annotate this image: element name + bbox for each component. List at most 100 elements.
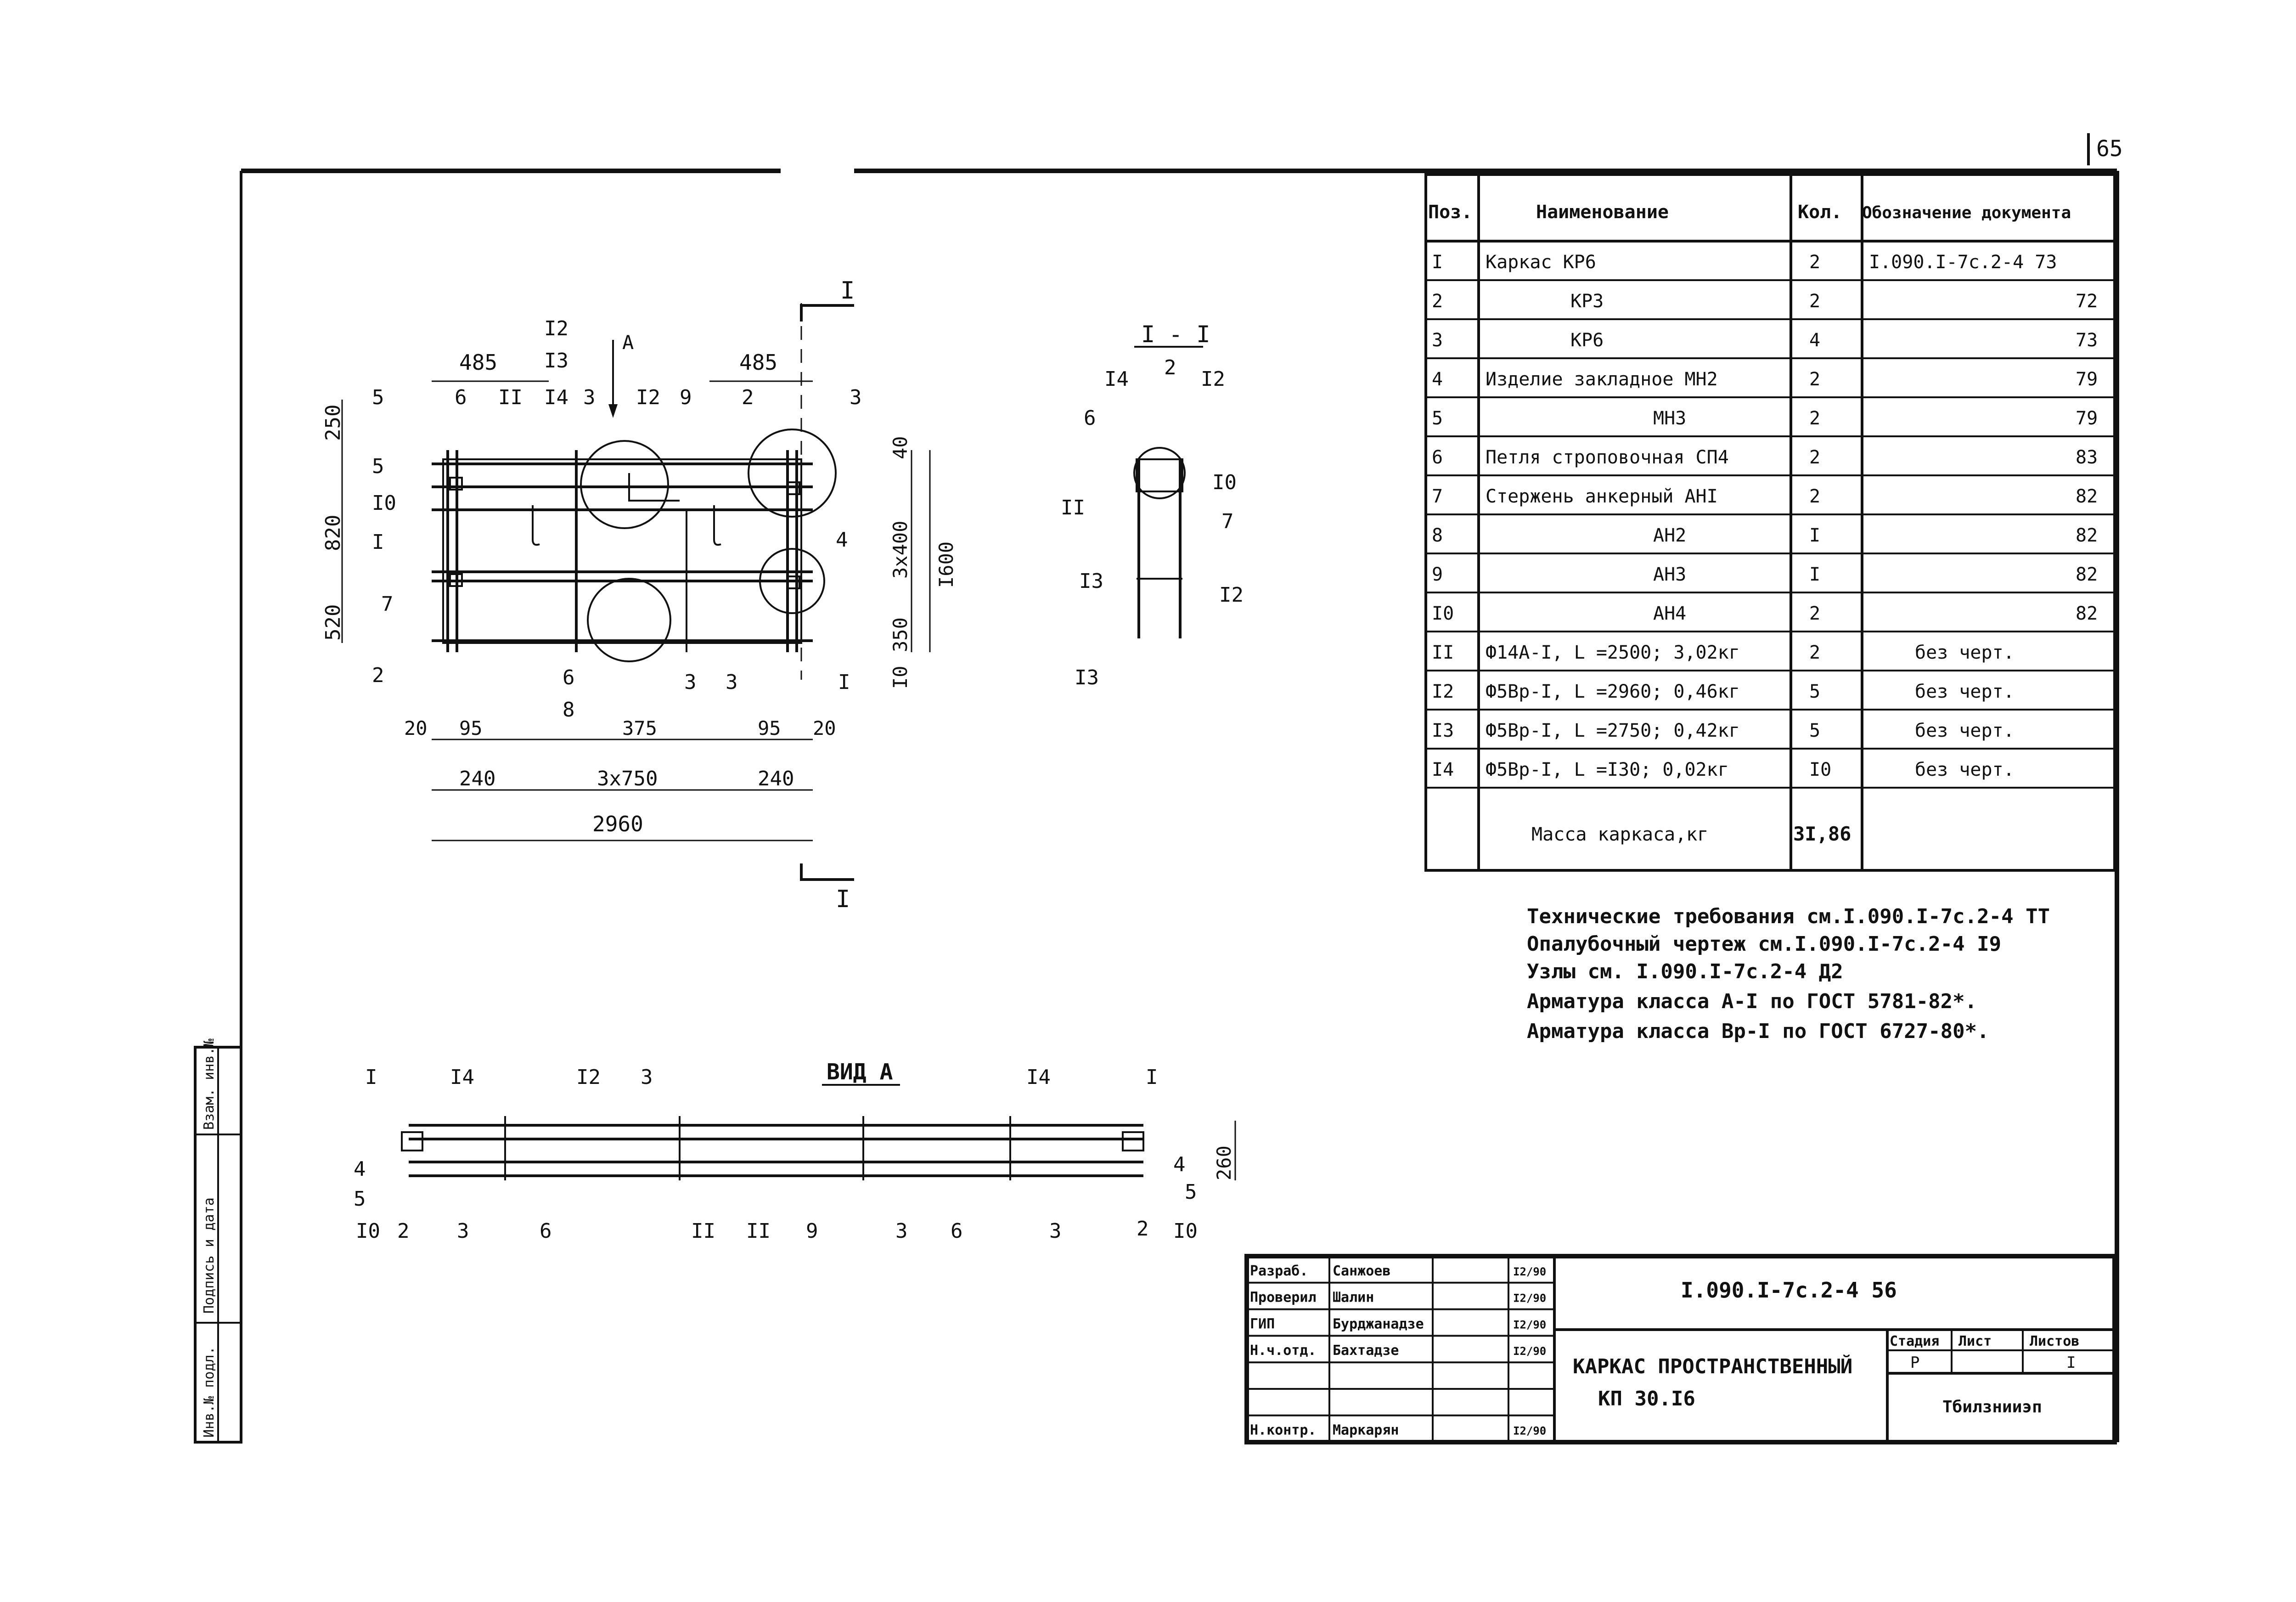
svg-text:3: 3 bbox=[1049, 1219, 1062, 1243]
svg-text:Арматура класса А-I по ГОСТ 57: Арматура класса А-I по ГОСТ 5781-82*. bbox=[1527, 990, 1977, 1013]
spec-cell: I bbox=[1809, 564, 1820, 585]
drawing-title-line2: КП 30.I6 bbox=[1598, 1387, 1695, 1410]
title-block-date: I2/90 bbox=[1513, 1265, 1546, 1278]
svg-text:6: 6 bbox=[1084, 406, 1096, 430]
spec-cell: без черт. bbox=[1915, 681, 2015, 702]
svg-text:Стадия: Стадия bbox=[1890, 1333, 1939, 1349]
spec-cell: Петля строповочная СП4 bbox=[1486, 447, 1729, 468]
spec-cell: 5 bbox=[1809, 720, 1820, 741]
spec-cell: АН3 bbox=[1653, 564, 1686, 585]
svg-text:8: 8 bbox=[563, 698, 575, 722]
svg-text:I3: I3 bbox=[1079, 570, 1103, 593]
svg-text:7: 7 bbox=[381, 592, 394, 616]
spec-cell: 79 bbox=[2076, 369, 2098, 390]
spec-cell: 2 bbox=[1809, 291, 1820, 312]
svg-text:3: 3 bbox=[850, 386, 862, 409]
svg-text:2: 2 bbox=[372, 664, 384, 687]
spec-cell: Ф5Вр-I, L =2960; 0,46кг bbox=[1486, 681, 1740, 702]
title-block-name: Бахтадзе bbox=[1333, 1343, 1399, 1359]
title-block-role: Разраб. bbox=[1250, 1263, 1308, 1279]
svg-text:Листов: Листов bbox=[2030, 1333, 2079, 1349]
title-block-name: Бурджанадзе bbox=[1333, 1316, 1424, 1332]
svg-text:Взам. инв.№: Взам. инв.№ bbox=[201, 1038, 217, 1130]
spec-cell: 2 bbox=[1809, 447, 1820, 468]
svg-text:95: 95 bbox=[459, 717, 483, 739]
spec-cell: 5 bbox=[1809, 681, 1820, 702]
svg-text:I0: I0 bbox=[356, 1219, 380, 1243]
spec-cell: 82 bbox=[2076, 603, 2098, 624]
side-stamp: Инв.№ подл. Подпись и дата Взам. инв.№ bbox=[194, 1038, 242, 1444]
svg-text:820: 820 bbox=[321, 515, 345, 551]
spec-cell: АН4 bbox=[1653, 603, 1686, 624]
spec-cell: Стержень анкерный АНI bbox=[1486, 486, 1718, 507]
svg-text:Инв.№ подл.: Инв.№ подл. bbox=[201, 1346, 217, 1438]
svg-text:I0: I0 bbox=[372, 491, 396, 515]
svg-text:2: 2 bbox=[1164, 356, 1176, 379]
title-block-name: Санжоев bbox=[1333, 1263, 1390, 1279]
title-block-name: Маркарян bbox=[1333, 1422, 1399, 1438]
svg-text:II: II bbox=[498, 386, 523, 409]
spec-cell: Изделие закладное МН2 bbox=[1486, 369, 1718, 390]
svg-text:20: 20 bbox=[404, 717, 428, 739]
spec-cell: АН2 bbox=[1653, 525, 1686, 546]
technical-notes: Технические требования см.I.090.I-7с.2-4… bbox=[1527, 905, 2050, 1043]
svg-text:2: 2 bbox=[742, 386, 754, 409]
svg-text:I: I bbox=[840, 277, 855, 305]
svg-text:250: 250 bbox=[321, 405, 345, 441]
svg-text:520: 520 bbox=[321, 604, 345, 641]
svg-text:6: 6 bbox=[951, 1219, 963, 1243]
title-block-date: I2/90 bbox=[1513, 1345, 1546, 1358]
svg-text:I4: I4 bbox=[1026, 1066, 1051, 1089]
svg-text:I0: I0 bbox=[1173, 1219, 1198, 1243]
svg-text:4: 4 bbox=[354, 1157, 366, 1181]
spec-cell: Ф5Вр-I, L =2750; 0,42кг bbox=[1486, 720, 1740, 741]
svg-text:I: I bbox=[372, 530, 384, 554]
organization: Тбилзнииэп bbox=[1942, 1398, 2042, 1416]
svg-text:I0: I0 bbox=[889, 666, 912, 689]
spec-cell: без черт. bbox=[1915, 720, 2015, 741]
spec-cell: I0 bbox=[1809, 759, 1831, 780]
spec-cell: 2 bbox=[1809, 642, 1820, 663]
spec-cell: 2 bbox=[1809, 603, 1820, 624]
svg-text:375: 375 bbox=[622, 717, 657, 739]
svg-text:Арматура класса Вр-I по ГОСТ 6: Арматура класса Вр-I по ГОСТ 6727-80*. bbox=[1527, 1020, 1989, 1043]
svg-text:5: 5 bbox=[1185, 1180, 1197, 1204]
spec-cell: 82 bbox=[2076, 525, 2098, 546]
document-code: I.090.I-7с.2-4 56 bbox=[1681, 1278, 1897, 1303]
svg-text:I4: I4 bbox=[544, 386, 568, 409]
mass-label: Масса каркаса,кг bbox=[1531, 824, 1708, 845]
svg-text:I3: I3 bbox=[544, 349, 568, 372]
svg-text:I2: I2 bbox=[576, 1066, 601, 1089]
svg-text:I3: I3 bbox=[1075, 666, 1099, 689]
svg-text:240: 240 bbox=[459, 767, 495, 790]
svg-text:Р: Р bbox=[1910, 1354, 1919, 1372]
svg-text:485: 485 bbox=[739, 350, 777, 375]
plan-view: I I A 485 485 I2 I3 I4 6 II 3 I2 9 2 3 4… bbox=[321, 277, 957, 913]
svg-text:I2: I2 bbox=[1219, 583, 1244, 607]
title-block-date: I2/90 bbox=[1513, 1425, 1546, 1438]
svg-text:II: II bbox=[746, 1219, 771, 1243]
spec-cell: 2 bbox=[1809, 252, 1820, 273]
svg-text:I2: I2 bbox=[636, 386, 660, 409]
svg-text:A: A bbox=[622, 331, 634, 354]
col-header-qty: Кол. bbox=[1798, 202, 1842, 223]
svg-text:3: 3 bbox=[583, 386, 596, 409]
spec-cell: I bbox=[1809, 525, 1820, 546]
svg-text:20: 20 bbox=[813, 717, 836, 739]
svg-text:3: 3 bbox=[641, 1066, 653, 1089]
svg-text:4: 4 bbox=[836, 528, 848, 552]
svg-text:Опалубочный чертеж см.I.090.I-: Опалубочный чертеж см.I.090.I-7с.2-4 I9 bbox=[1527, 932, 2001, 956]
svg-text:II: II bbox=[1061, 496, 1085, 519]
title-block-date: I2/90 bbox=[1513, 1318, 1546, 1331]
svg-text:I: I bbox=[1146, 1066, 1158, 1089]
section-title: I - I bbox=[1141, 321, 1210, 348]
svg-text:Технические требования см.I.09: Технические требования см.I.090.I-7с.2-4… bbox=[1527, 905, 2050, 928]
svg-text:3: 3 bbox=[726, 671, 738, 694]
spec-cell: 2 bbox=[1432, 291, 1443, 312]
svg-text:7: 7 bbox=[1221, 510, 1234, 533]
sheet-frame bbox=[240, 169, 2119, 1442]
svg-text:II: II bbox=[691, 1219, 715, 1243]
svg-text:6: 6 bbox=[455, 386, 467, 409]
